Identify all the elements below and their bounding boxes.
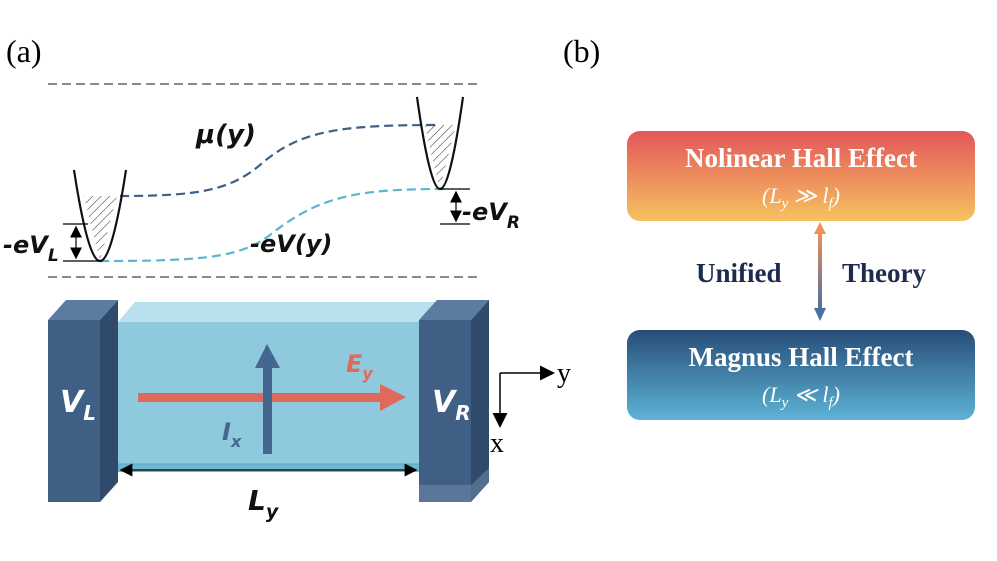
magnus-hall-condition: (Ly ≪ lf) [762, 382, 840, 411]
vl-label: VL [60, 385, 96, 425]
right-band-parabola [415, 96, 465, 191]
panel-a-label: (a) [6, 33, 42, 69]
ly-label: Ly [248, 484, 280, 523]
magnus-hall-box [627, 330, 975, 420]
nonlinear-hall-box [627, 131, 975, 221]
ev-label: -eV(y) [250, 230, 332, 258]
theory-word: Theory [842, 258, 926, 288]
axis-y-label: y [557, 358, 571, 389]
unified-link-arrow [814, 222, 826, 321]
axis-x-label: x [490, 428, 504, 459]
ev-curve [99, 187, 446, 263]
magnus-hall-title: Magnus Hall Effect [689, 342, 914, 372]
electric-field-arrow [138, 384, 406, 411]
ix-label: Ix [222, 418, 242, 451]
left-band-parabola [72, 169, 128, 263]
vr-label: VR [432, 385, 471, 425]
coordinate-axes [492, 365, 555, 428]
evl-bracket [63, 223, 100, 262]
mu-label: μ(y) [195, 120, 256, 150]
evr-label: -eVR [462, 198, 520, 233]
left-electrode [48, 300, 118, 502]
evr-bracket [440, 188, 470, 225]
right-electrode [419, 300, 489, 502]
ey-label: Ey [346, 350, 373, 383]
unified-word: Unified [696, 258, 782, 288]
nonlinear-hall-condition: (Ly ≫ lf) [762, 183, 840, 212]
panel-b-label: (b) [563, 33, 600, 69]
nonlinear-hall-title: Nolinear Hall Effect [685, 143, 917, 173]
channel-slab [118, 302, 436, 472]
evl-label: -eVL [3, 231, 59, 266]
current-arrow [255, 344, 280, 454]
mu-curve [119, 123, 441, 198]
